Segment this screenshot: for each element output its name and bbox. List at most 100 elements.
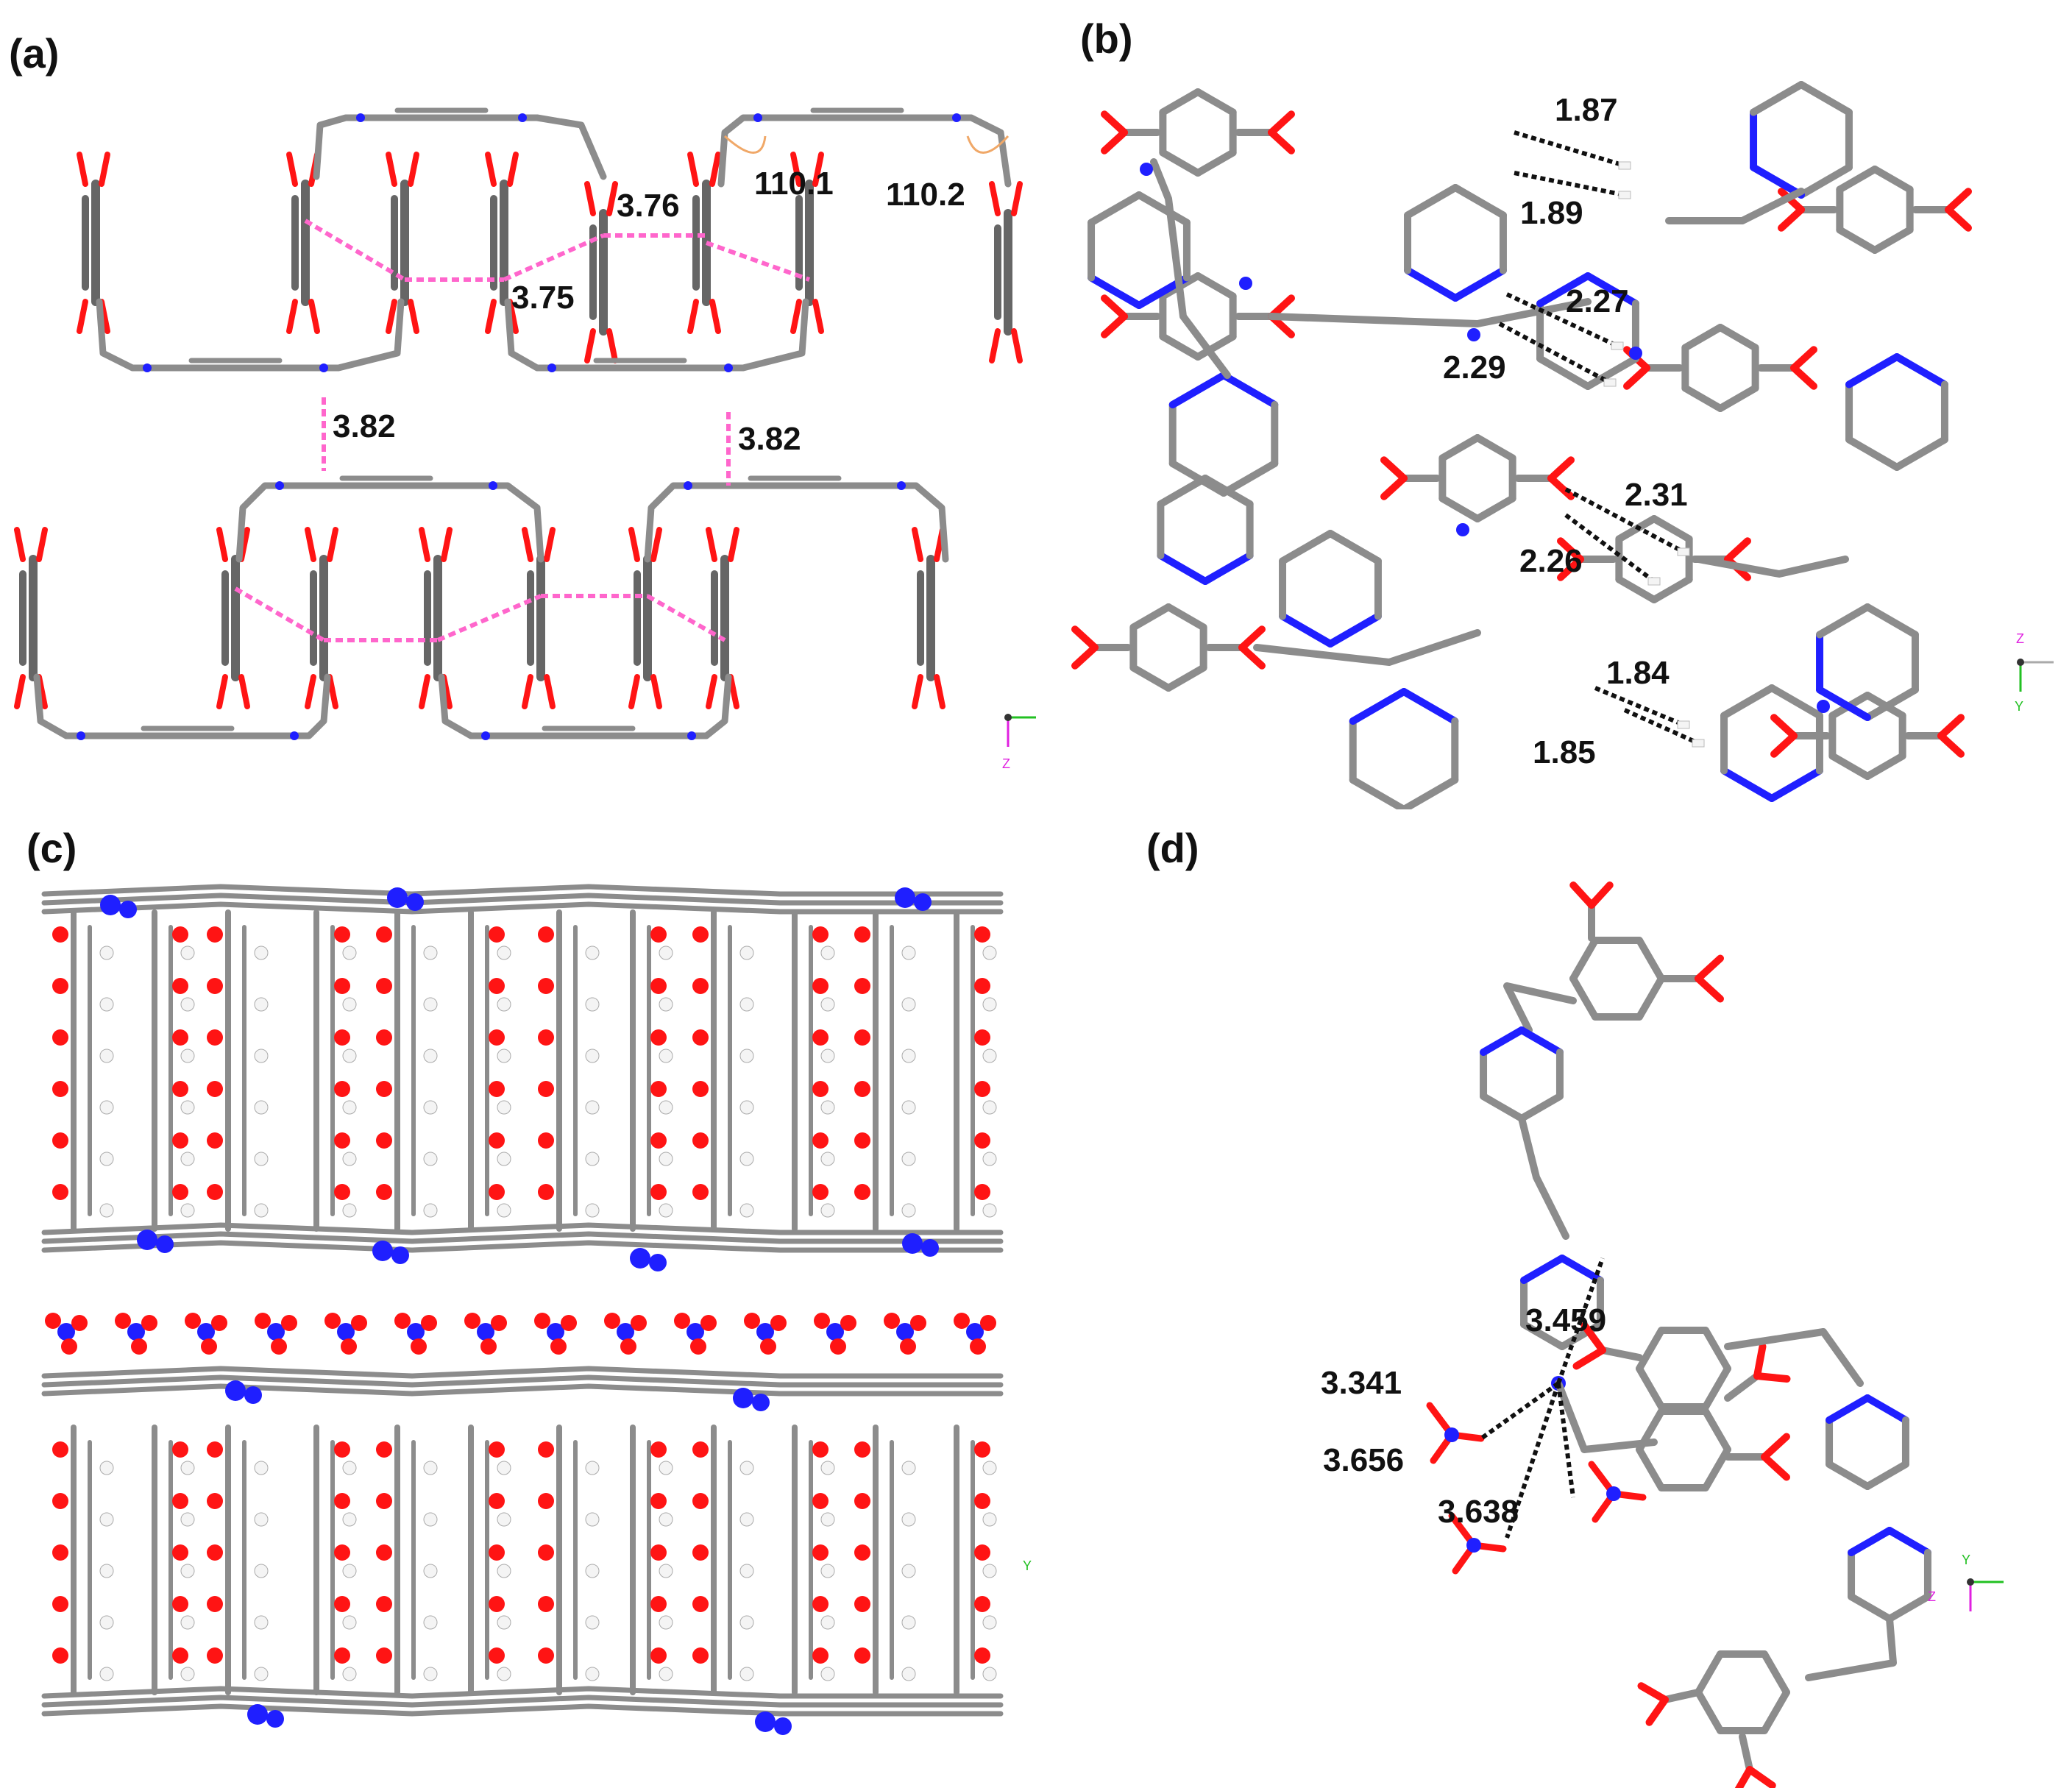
- bond: [485, 152, 497, 187]
- contact-line: [1498, 322, 1611, 385]
- bond: [1349, 688, 1408, 725]
- nitrate-oxygen: [674, 1313, 690, 1329]
- hydrogen-atom: [180, 1461, 195, 1475]
- h-bond-distance-label: 1.87: [1555, 92, 1618, 128]
- hydrogen-atom: [423, 997, 438, 1012]
- oxygen-atom: [650, 1441, 667, 1458]
- hydrogen-atom: [901, 1100, 916, 1115]
- oxygen-atom: [334, 1441, 350, 1458]
- bond: [1695, 954, 1724, 982]
- nitrate-oxygen: [185, 1313, 201, 1329]
- hydrogen-atom: [585, 1667, 600, 1681]
- oxygen-atom: [650, 926, 667, 943]
- bond-chain: [1268, 298, 1592, 327]
- nitrate-nitrogen: [1606, 1486, 1621, 1501]
- bond-chain: [41, 1240, 1004, 1253]
- bond: [628, 527, 640, 562]
- hydrogen-atom: [254, 1615, 269, 1630]
- hydrogen-atom: [423, 1564, 438, 1578]
- bond: [305, 674, 316, 709]
- bond: [485, 299, 497, 334]
- oxygen-atom: [52, 1132, 68, 1149]
- bond: [308, 299, 320, 334]
- hydrogen-atom: [423, 1100, 438, 1115]
- bond: [1558, 1321, 1604, 1350]
- oxygen-atom: [974, 1132, 990, 1149]
- bond-chain: [41, 1695, 1004, 1708]
- bond: [1135, 191, 1191, 227]
- bond: [1945, 188, 1972, 213]
- hydrogen-atom: [585, 1512, 600, 1527]
- bond: [1520, 1255, 1566, 1284]
- nitrogen-atom: [77, 731, 85, 740]
- hydrogen-atom: [254, 1512, 269, 1527]
- hydrogen-atom: [180, 1100, 195, 1115]
- panel-d-structure: [1426, 881, 2004, 1788]
- bond: [1557, 556, 1584, 581]
- bond: [706, 674, 717, 709]
- bond: [1327, 530, 1382, 565]
- axis-y-label: Y: [1962, 1553, 1971, 1567]
- hydrogen-atom: [739, 1564, 754, 1578]
- bond: [1871, 166, 1914, 194]
- oxygen-atom: [52, 1596, 68, 1612]
- nitrogen-atom: [724, 363, 733, 372]
- oxygen-atom: [376, 1029, 392, 1046]
- bond: [1547, 475, 1575, 500]
- axis-y-label: Y: [1023, 1558, 1032, 1573]
- hydrogen-atom: [497, 1049, 511, 1063]
- bond: [1438, 494, 1481, 522]
- bond: [1826, 1394, 1871, 1424]
- nitrate-oxygen: [141, 1315, 157, 1331]
- hydrogen-atom: [739, 1461, 754, 1475]
- bond: [1518, 1093, 1564, 1122]
- oxygen-atom: [334, 1081, 350, 1097]
- hydrogen-atom: [1692, 739, 1705, 748]
- contact-line: [1564, 513, 1656, 583]
- contact-line: [1505, 292, 1619, 348]
- bond: [1636, 1408, 1665, 1453]
- nitrate-oxygen: [421, 1315, 437, 1331]
- nitrate-oxygen: [550, 1338, 567, 1355]
- bond: [1584, 355, 1639, 390]
- bond: [1746, 1766, 1776, 1788]
- bond: [728, 674, 739, 709]
- oxygen-atom: [172, 1493, 188, 1509]
- hydrogen-atom: [254, 1049, 269, 1063]
- hydrogen-atom: [180, 1615, 195, 1630]
- oxygen-atom: [172, 1184, 188, 1200]
- hydrogen-atom: [99, 997, 114, 1012]
- bond: [1886, 1527, 1931, 1556]
- bond: [1739, 1733, 1753, 1773]
- bond: [1452, 184, 1507, 219]
- hydrogen-atom: [585, 997, 600, 1012]
- oxygen-atom: [334, 1544, 350, 1561]
- hydrogen-atom: [180, 1152, 195, 1166]
- bond: [1650, 575, 1693, 603]
- bond: [522, 527, 533, 562]
- oxygen-atom: [692, 1184, 709, 1200]
- bond: [1845, 436, 1901, 471]
- bond: [1615, 575, 1658, 603]
- bond: [286, 299, 298, 334]
- h-bond-distance-label: 1.89: [1520, 195, 1583, 231]
- hydrogen-atom: [901, 946, 916, 960]
- nitrate-oxygen: [900, 1338, 916, 1355]
- bond-chain: [313, 114, 607, 180]
- nitrogen-atom: [1239, 277, 1252, 290]
- hydrogen-atom: [659, 1152, 673, 1166]
- bond: [1220, 460, 1279, 497]
- oxygen-atom: [650, 1493, 667, 1509]
- oxygen-atom: [854, 926, 870, 943]
- nitrogen-atom: [244, 1386, 262, 1404]
- bond: [1238, 625, 1266, 651]
- panel-a-label: (a): [9, 30, 60, 77]
- bond: [1474, 494, 1516, 522]
- bond: [1101, 110, 1128, 136]
- hydrogen-atom: [423, 1615, 438, 1630]
- bond: [1279, 530, 1334, 565]
- bond: [327, 527, 338, 562]
- oxygen-atom: [207, 1029, 223, 1046]
- hydrogen-atom: [423, 1049, 438, 1063]
- pi-distance-label: 3.76: [617, 188, 680, 224]
